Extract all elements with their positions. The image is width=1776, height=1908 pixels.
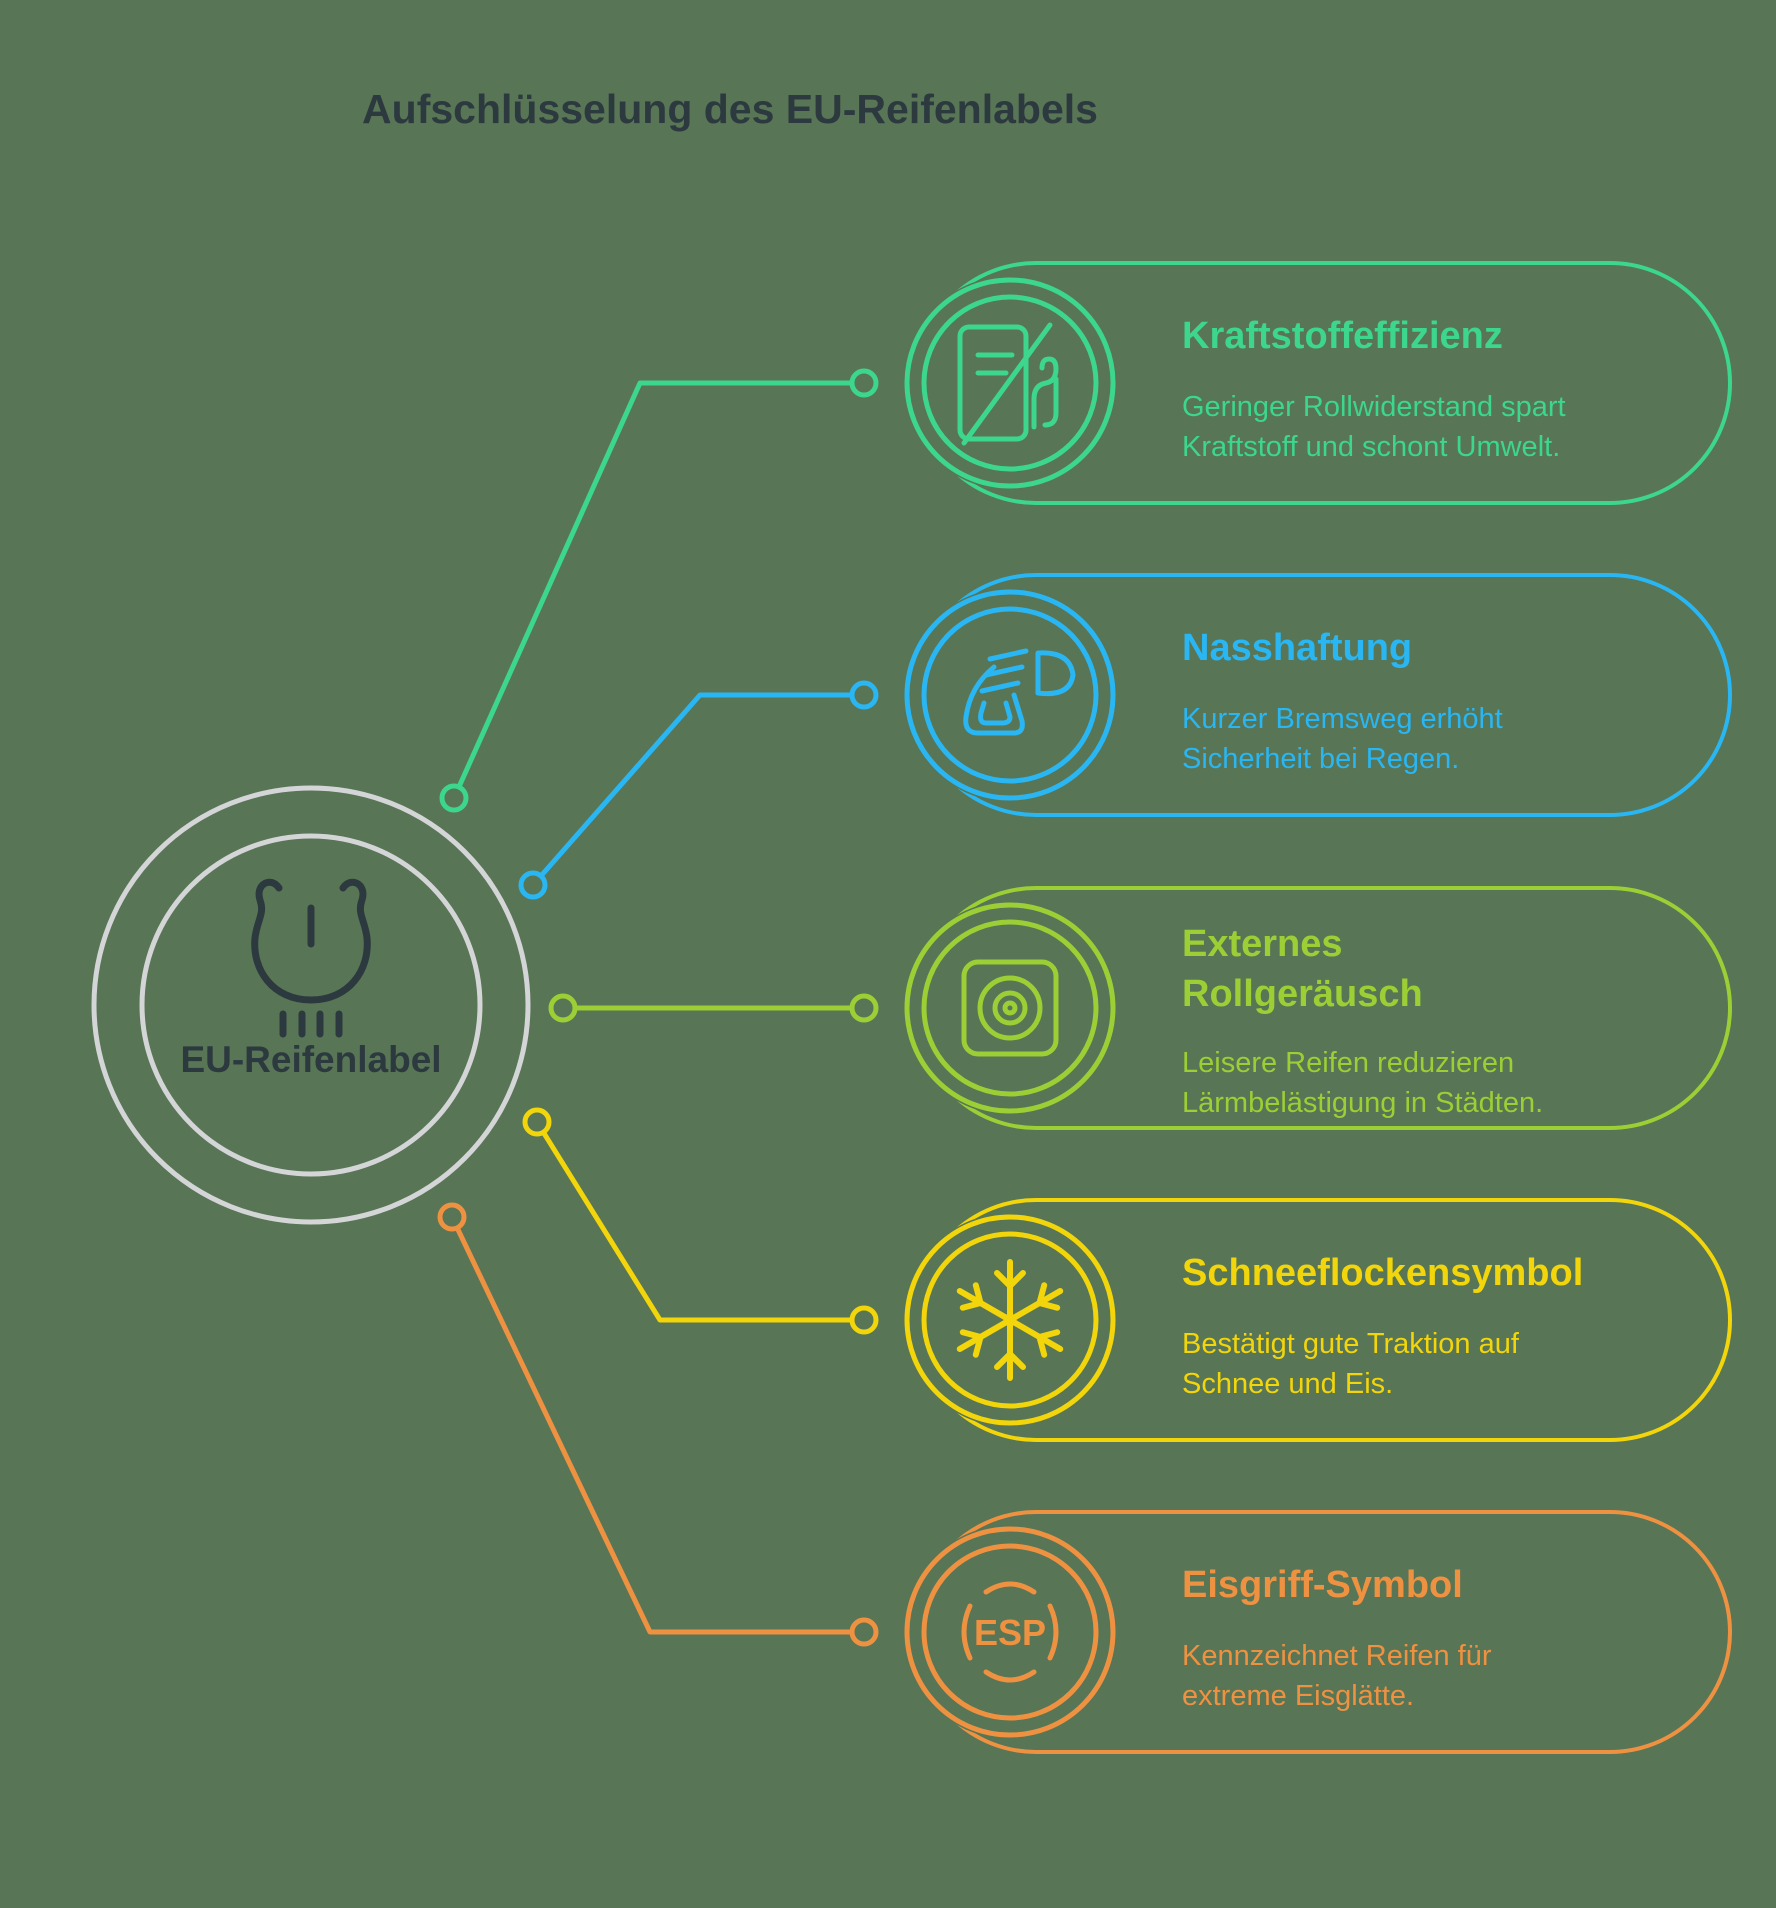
item-externes-rollgeraeusch: Externes Rollgeräusch Leisere Reifen red… (548, 886, 1732, 1130)
item-description-line1: Kennzeichnet Reifen für (1182, 1640, 1492, 1672)
connector-line (534, 1119, 855, 1323)
badge-inner-ring (921, 919, 1099, 1097)
connector-node-card (849, 680, 879, 710)
connector-node-hub (548, 993, 578, 1023)
badge (903, 588, 1117, 802)
item-title: Kraftstoffeffizienz (1182, 315, 1503, 357)
item-title: Nasshaftung (1182, 627, 1412, 669)
badge: ESP (903, 1525, 1117, 1739)
speaker-icon (961, 959, 1059, 1057)
item-title: Schneeflockensymbol (1182, 1252, 1583, 1294)
connector-line (449, 1214, 855, 1635)
connector-node-hub (518, 870, 548, 900)
connector-node-hub (437, 1202, 467, 1232)
hub-inner-ring (139, 833, 483, 1177)
hub-outer-ring (91, 785, 531, 1225)
fuel-pump-crossed-icon (957, 322, 1059, 446)
badge (903, 1213, 1117, 1427)
hub: EU-Reifenlabel (91, 785, 531, 1225)
badge (903, 901, 1117, 1115)
item-eisgriff-symbol: ESP Eisgriff-Symbol Kennzeichnet Reifen … (437, 1202, 1732, 1754)
badge (903, 276, 1117, 490)
connector-line (451, 380, 855, 801)
item-title-line2: Rollgeräusch (1182, 973, 1423, 1015)
item-schneeflockensymbol: Schneeflockensymbol Bestätigt gute Trakt… (522, 1107, 1732, 1442)
badge-outer-ring (904, 902, 1116, 1114)
item-kraftstoffeffizienz: Kraftstoffeffizienz Geringer Rollwiderst… (439, 261, 1732, 813)
item-description-line2: Schnee und Eis. (1182, 1368, 1393, 1400)
item-title: Externes (1182, 923, 1343, 965)
item-description-line1: Leisere Reifen reduzieren (1182, 1047, 1514, 1079)
esp-icon: ESP (961, 1581, 1059, 1683)
connector-node-card (849, 368, 879, 398)
badge-inner-ring (921, 606, 1099, 784)
item-description-line2: extreme Eisglätte. (1182, 1680, 1414, 1712)
badge-outer-ring (904, 1526, 1116, 1738)
item-title: Eisgriff-Symbol (1182, 1564, 1463, 1606)
connector-node-hub (522, 1107, 552, 1137)
badge-inner-ring (921, 294, 1099, 472)
hub-label: EU-Reifenlabel (180, 1039, 441, 1080)
item-description-line2: Lärmbelästigung in Städten. (1182, 1087, 1543, 1119)
esp-icon-text: ESP (974, 1612, 1046, 1653)
badge-inner-ring (921, 1543, 1099, 1721)
connector-node-card (849, 1617, 879, 1647)
tire-pressure-warning-icon (251, 878, 371, 1038)
badge-outer-ring (904, 1214, 1116, 1426)
badge-outer-ring (904, 277, 1116, 489)
item-nasshaftung: Nasshaftung Kurzer Bremsweg erhöht Siche… (518, 573, 1732, 900)
item-description-line2: Sicherheit bei Regen. (1182, 743, 1459, 775)
badge-inner-ring (921, 1231, 1099, 1409)
badge-outer-ring (904, 589, 1116, 801)
connector-line (530, 692, 855, 888)
item-description-line1: Bestätigt gute Traktion auf (1182, 1328, 1520, 1360)
connector-node-card (849, 993, 879, 1023)
connector-node-card (849, 1305, 879, 1335)
item-description-line2: Kraftstoff und schont Umwelt. (1182, 431, 1560, 463)
page-title: Aufschlüsselung des EU-Reifenlabels (362, 86, 1098, 132)
item-description-line1: Geringer Rollwiderstand spart (1182, 391, 1566, 423)
item-description-line1: Kurzer Bremsweg erhöht (1182, 703, 1503, 735)
connector-node-hub (439, 783, 469, 813)
headlight-beam-icon (963, 648, 1076, 736)
